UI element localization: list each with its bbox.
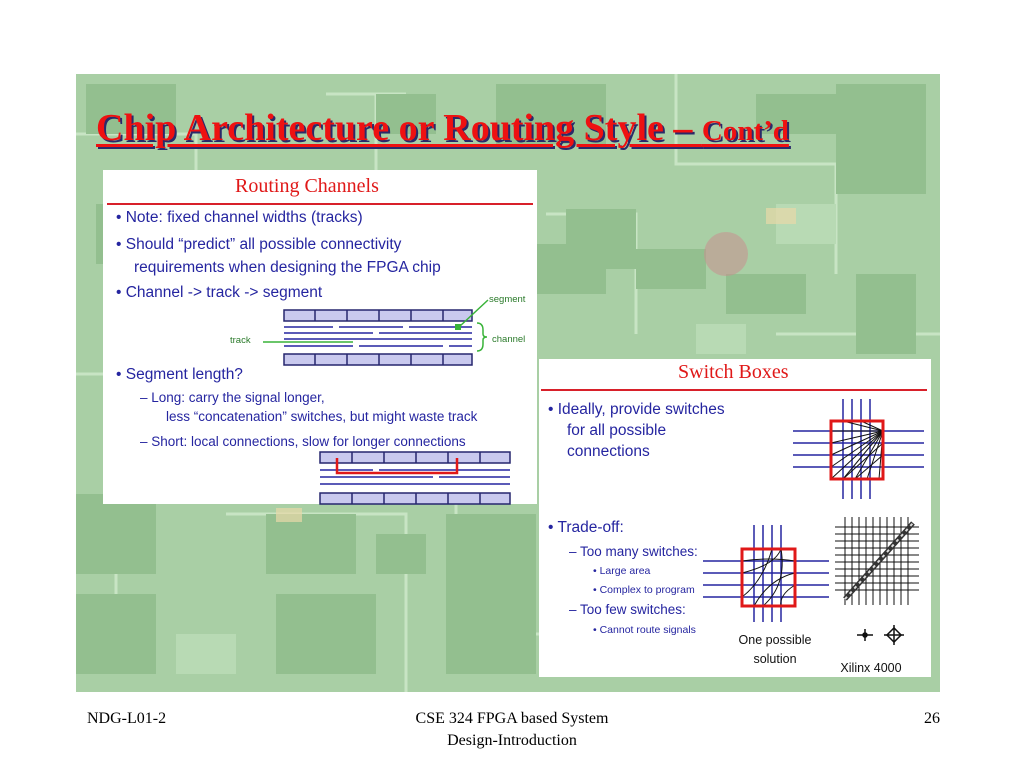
channel-label: channel (492, 334, 526, 345)
sb-bullet-1-cont-2: connections (567, 443, 650, 460)
routing-channels-divider (107, 203, 533, 205)
footer-center-line-1: CSE 324 FPGA based System (415, 710, 609, 727)
slide-title-main: Chip Architecture or Routing Style – (96, 107, 702, 149)
switch-box-diagrams (703, 399, 924, 645)
rc-sub-bullet-1-cont: less “concatenation” switches, but might… (166, 409, 478, 424)
rc-sub-bullet-2: – Short: local connections, slow for lon… (140, 434, 466, 449)
channel-track-segment-diagram (263, 299, 511, 505)
sb-sub-bullet-1: – Too many switches: (569, 544, 698, 559)
sb-bullet-2: • Trade-off: (548, 519, 624, 536)
switch-boxes-panel: Switch Boxes • Ideally, provide switches… (539, 359, 931, 677)
routing-channels-panel: Routing Channels • Note: fixed channel w… (103, 170, 537, 505)
track-label: track (230, 335, 251, 346)
rc-bullet-2: • Should “predict” all possible connecti… (116, 236, 402, 253)
rc-bullet-1: • Note: fixed channel widths (tracks) (116, 209, 363, 226)
sb-sub-sub-bullet-1: • Large area (593, 565, 651, 577)
footer-center: CSE 324 FPGA based System Design-Introdu… (362, 708, 662, 752)
slide-title: Chip Architecture or Routing Style – Con… (96, 107, 936, 150)
sb-bullet-1-cont-1: for all possible (567, 422, 667, 439)
solution-caption-line-2: solution (753, 652, 797, 666)
sb-sub-sub-bullet-3: • Cannot route signals (593, 624, 696, 636)
slide-title-sub: Cont’d (701, 115, 789, 147)
footer-center-line-2: Design-Introduction (447, 732, 577, 749)
footer-left: NDG-L01-2 (87, 710, 167, 727)
xilinx-caption: Xilinx 4000 (840, 661, 902, 675)
sb-sub-sub-bullet-2: • Complex to program (593, 584, 695, 596)
sb-bullet-1: • Ideally, provide switches (548, 401, 725, 418)
switch-boxes-divider (541, 389, 927, 391)
solution-caption-line-1: One possible (738, 633, 812, 647)
switch-boxes-title: Switch Boxes (678, 361, 789, 383)
rc-sub-bullet-1: – Long: carry the signal longer, (140, 390, 325, 405)
segment-label: segment (489, 294, 526, 305)
rc-bullet-2-cont: requirements when designing the FPGA chi… (134, 259, 441, 276)
solution-caption: One possible solution (729, 631, 821, 669)
sb-sub-bullet-2: – Too few switches: (569, 602, 686, 617)
page-number: 26 (924, 710, 940, 727)
routing-channels-title: Routing Channels (235, 175, 379, 197)
rc-bullet-4: • Segment length? (116, 366, 243, 383)
rc-bullet-3: • Channel -> track -> segment (116, 284, 323, 301)
